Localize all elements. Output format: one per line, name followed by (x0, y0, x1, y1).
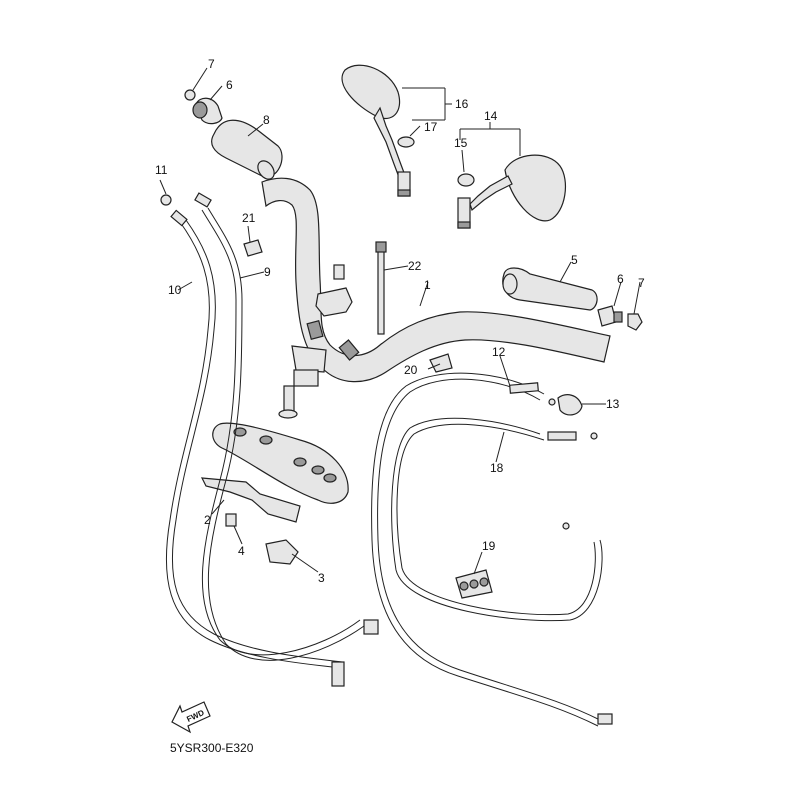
callout-1: 1 (424, 278, 431, 292)
callout-2: 2 (204, 513, 211, 527)
handlebar-lower-holder (283, 345, 327, 413)
right-cable-holder (429, 353, 453, 373)
clamp (265, 539, 299, 565)
left-mirror-cap (397, 136, 415, 148)
left-bar-end-screw (184, 89, 196, 101)
right-grip (502, 267, 598, 311)
upper-bracket (212, 422, 349, 504)
nut (225, 513, 237, 527)
cable-end-fittings (170, 192, 379, 687)
callout-7-right: 7 (638, 276, 645, 290)
leader-lines (159, 67, 641, 575)
throttle-cable (165, 219, 343, 669)
left-cable-holder (243, 239, 263, 257)
callout-labels: 7 6 8 11 21 10 9 22 1 5 6 7 20 12 13 18 … (155, 57, 645, 585)
callout-8: 8 (263, 113, 270, 127)
left-mirror (341, 64, 411, 197)
callout-5: 5 (571, 253, 578, 267)
handlebar (261, 177, 611, 383)
cable-guide (455, 569, 493, 599)
cable-tie (375, 241, 387, 335)
clutch-cable (201, 207, 365, 661)
right-mirror (457, 154, 567, 229)
callout-6-left: 6 (226, 78, 233, 92)
callout-3: 3 (318, 571, 325, 585)
right-cable-fittings (509, 382, 613, 725)
callout-21: 21 (242, 211, 256, 225)
callout-18: 18 (490, 461, 504, 475)
callout-12: 12 (492, 345, 506, 359)
callout-7-left: 7 (208, 57, 215, 71)
diagram-code: 5YSR300-E320 (170, 741, 254, 755)
forward-arrow: FWD (171, 701, 211, 734)
washer (278, 409, 298, 419)
left-grip (211, 119, 283, 180)
callout-16: 16 (455, 97, 469, 111)
callout-13: 13 (606, 397, 620, 411)
callout-22: 22 (408, 259, 422, 273)
callout-4: 4 (238, 544, 245, 558)
callout-20: 20 (404, 363, 418, 377)
clutch-switch-cable (391, 417, 603, 622)
callout-15: 15 (454, 136, 468, 150)
handlebar-upper-holder (315, 264, 353, 317)
callout-6-right: 6 (617, 272, 624, 286)
right-mirror-cap (457, 173, 475, 187)
right-bar-end-weight (597, 305, 623, 327)
callout-19: 19 (482, 539, 496, 553)
callout-17: 17 (424, 120, 438, 134)
left-bar-end-weight (192, 97, 223, 125)
adjuster (557, 394, 583, 416)
callout-14: 14 (484, 109, 498, 123)
callout-11: 11 (155, 163, 168, 177)
callout-9: 9 (264, 265, 271, 279)
right-bar-end-screw (627, 313, 643, 331)
callout-10: 10 (168, 283, 182, 297)
bolt (160, 194, 172, 206)
brake-switch-cable (371, 372, 601, 727)
